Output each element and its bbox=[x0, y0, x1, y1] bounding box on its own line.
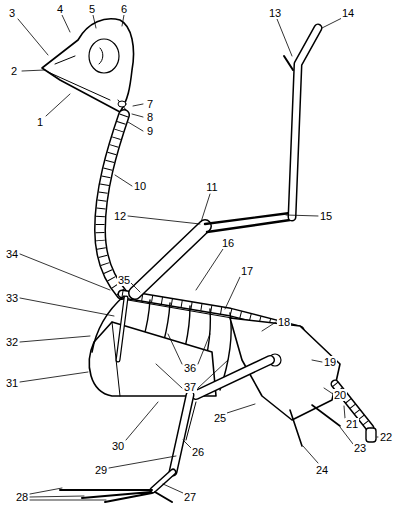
callout-number: 36 bbox=[183, 362, 197, 374]
callout-number: 32 bbox=[5, 336, 19, 348]
callout-number: 29 bbox=[94, 464, 108, 476]
callout-number: 24 bbox=[315, 464, 329, 476]
callout-number: 33 bbox=[5, 292, 19, 304]
callout-number: 14 bbox=[341, 7, 355, 19]
callout-number: 13 bbox=[268, 7, 282, 19]
callout-number: 2 bbox=[10, 65, 18, 77]
callout-number: 10 bbox=[133, 180, 147, 192]
callout-number: 8 bbox=[146, 111, 154, 123]
callout-number: 19 bbox=[323, 356, 337, 368]
callout-number: 22 bbox=[379, 431, 393, 443]
callout-number: 1 bbox=[36, 116, 44, 128]
callout-number: 17 bbox=[240, 265, 254, 277]
callout-number: 37 bbox=[183, 381, 197, 393]
callout-number: 15 bbox=[319, 210, 333, 222]
callout-number: 6 bbox=[120, 3, 128, 15]
callout-number: 30 bbox=[111, 440, 125, 452]
callout-number: 9 bbox=[146, 125, 154, 137]
callout-number: 25 bbox=[213, 412, 227, 424]
callout-number: 5 bbox=[88, 3, 96, 15]
callout-number: 21 bbox=[345, 418, 359, 430]
callout-number: 16 bbox=[221, 237, 235, 249]
callout-number: 20 bbox=[333, 389, 347, 401]
callout-number: 28 bbox=[15, 491, 29, 503]
callout-number: 3 bbox=[8, 7, 16, 19]
callout-number: 27 bbox=[183, 491, 197, 503]
callout-number: 23 bbox=[353, 442, 367, 454]
callout-number: 31 bbox=[5, 377, 19, 389]
callout-number: 18 bbox=[277, 316, 291, 328]
callout-number: 11 bbox=[205, 181, 218, 193]
callout-number: 34 bbox=[5, 248, 19, 260]
callout-number: 7 bbox=[146, 98, 154, 110]
callout-number: 26 bbox=[191, 446, 205, 458]
callout-number: 12 bbox=[113, 210, 127, 222]
callout-number: 35 bbox=[117, 274, 131, 286]
callout-number: 4 bbox=[56, 3, 64, 15]
